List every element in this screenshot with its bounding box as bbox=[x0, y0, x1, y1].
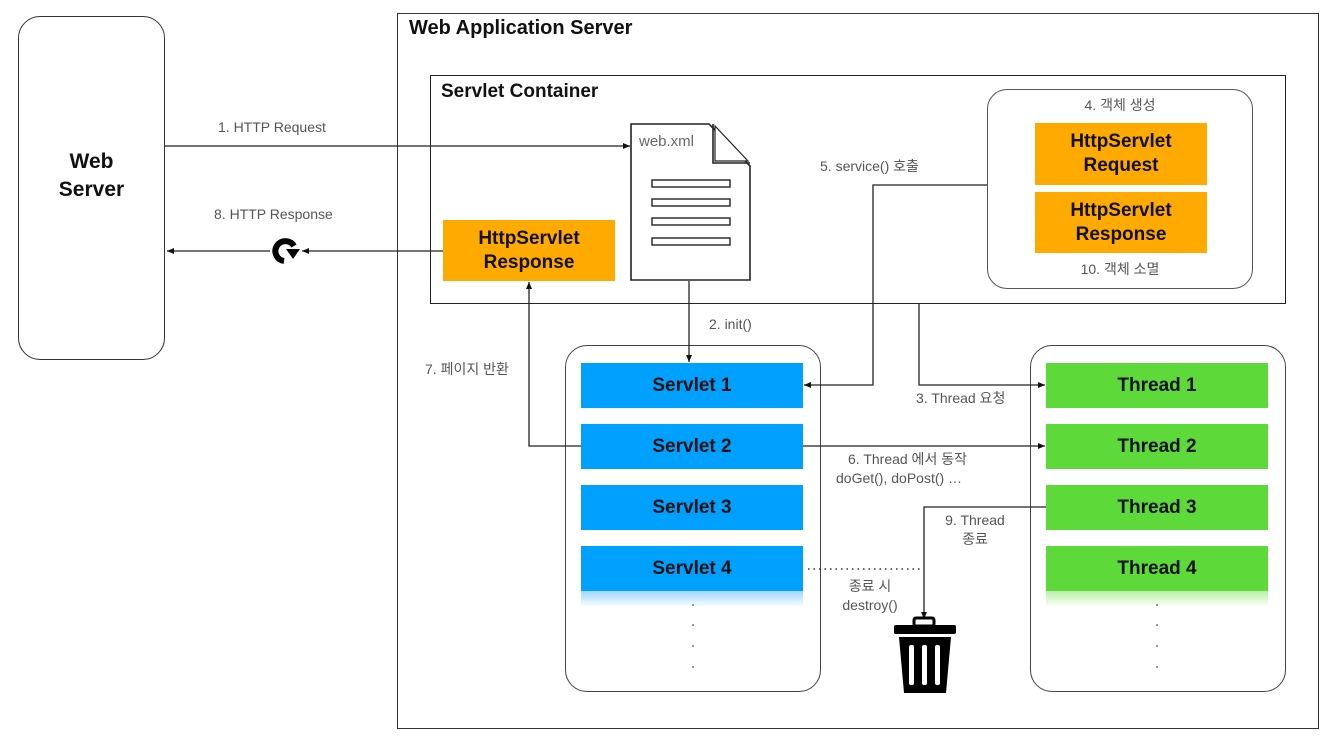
thread-4: Thread 4 bbox=[1046, 546, 1268, 591]
step-8-label: 8. HTTP Response bbox=[214, 206, 333, 222]
step-1-label: 1. HTTP Request bbox=[218, 119, 326, 135]
thread-terminate-arrow bbox=[921, 506, 1046, 619]
request-object-line1: HttpServlet bbox=[1070, 131, 1172, 152]
request-response-object-box bbox=[987, 89, 1253, 289]
http-servlet-response-object: HttpServlet Response bbox=[1035, 192, 1207, 253]
service-call-arrow bbox=[804, 184, 987, 388]
was-title: Web Application Server bbox=[409, 17, 633, 39]
thread-3: Thread 3 bbox=[1046, 485, 1268, 530]
response-box-line1: HttpServlet bbox=[478, 227, 580, 249]
step-6-label: 6. Thread 에서 동작 doGet(), doPost() … bbox=[836, 450, 1036, 488]
refresh-icon bbox=[272, 238, 300, 264]
thread-fade bbox=[1046, 591, 1268, 607]
step-6-line1: 6. Thread 에서 동작 bbox=[848, 451, 967, 467]
servlet-1: Servlet 1 bbox=[581, 363, 803, 408]
servlet-4: Servlet 4 bbox=[581, 546, 803, 591]
object-destroy-label: 10. 객체 소멸 bbox=[1080, 261, 1160, 277]
servlet-container-box bbox=[430, 75, 1286, 304]
destroy-line2: destroy() bbox=[842, 597, 898, 613]
web-server-label: Web Server bbox=[18, 148, 165, 204]
ellipsis-dot bbox=[692, 666, 694, 668]
step-7-label: 7. 페이지 반환 bbox=[425, 361, 509, 377]
web-server-label-line1: Web bbox=[69, 150, 114, 173]
trash-can-icon bbox=[894, 616, 956, 693]
destroy-line1: 종료 시 bbox=[848, 578, 892, 594]
http-servlet-request-object: HttpServlet Request bbox=[1035, 123, 1207, 185]
http-servlet-response-box: HttpServlet Response bbox=[443, 220, 615, 281]
response-object-line1: HttpServlet bbox=[1070, 199, 1172, 221]
web-application-server-box bbox=[397, 13, 1319, 729]
ellipsis-dot bbox=[692, 604, 694, 606]
thread-2: Thread 2 bbox=[1046, 424, 1268, 469]
ellipsis-dot bbox=[1156, 624, 1158, 626]
web-server-box bbox=[18, 16, 165, 360]
step-9-label: 9. Thread 종료 bbox=[932, 511, 1018, 549]
response-object-line2: Response bbox=[1075, 223, 1167, 245]
step-3-label: 3. Thread 요청 bbox=[916, 390, 1006, 406]
thread-1: Thread 1 bbox=[1046, 363, 1268, 408]
ellipsis-dot bbox=[1156, 666, 1158, 668]
servlet-2: Servlet 2 bbox=[581, 424, 803, 469]
web-server-label-line2: Server bbox=[58, 178, 125, 201]
destroy-label: 종료 시 destroy() bbox=[830, 577, 910, 615]
step-9-line2: 종료 bbox=[962, 531, 988, 547]
servlet-fade bbox=[581, 591, 803, 607]
ellipsis-dot bbox=[692, 624, 694, 626]
step-5-label: 5. service() 호출 bbox=[820, 158, 919, 174]
step-2-label: 2. init() bbox=[709, 316, 752, 332]
ellipsis-dot bbox=[1156, 604, 1158, 606]
web-xml-label: web.xml bbox=[639, 133, 695, 150]
ellipsis-dot bbox=[1156, 645, 1158, 647]
step-6-line2: doGet(), doPost() … bbox=[836, 470, 963, 486]
servlet-container-title: Servlet Container bbox=[441, 81, 599, 102]
object-create-label: 4. 객체 생성 bbox=[1084, 97, 1156, 113]
step-9-line1: 9. Thread bbox=[945, 512, 1005, 528]
response-box-line2: Response bbox=[483, 251, 575, 273]
ellipsis-dot bbox=[692, 645, 694, 647]
thread-request-arrow bbox=[918, 304, 1045, 388]
page-return-arrow bbox=[526, 282, 581, 447]
request-object-line2: Request bbox=[1083, 155, 1159, 176]
servlet-3: Servlet 3 bbox=[581, 485, 803, 530]
web-xml-document-icon bbox=[630, 123, 751, 281]
